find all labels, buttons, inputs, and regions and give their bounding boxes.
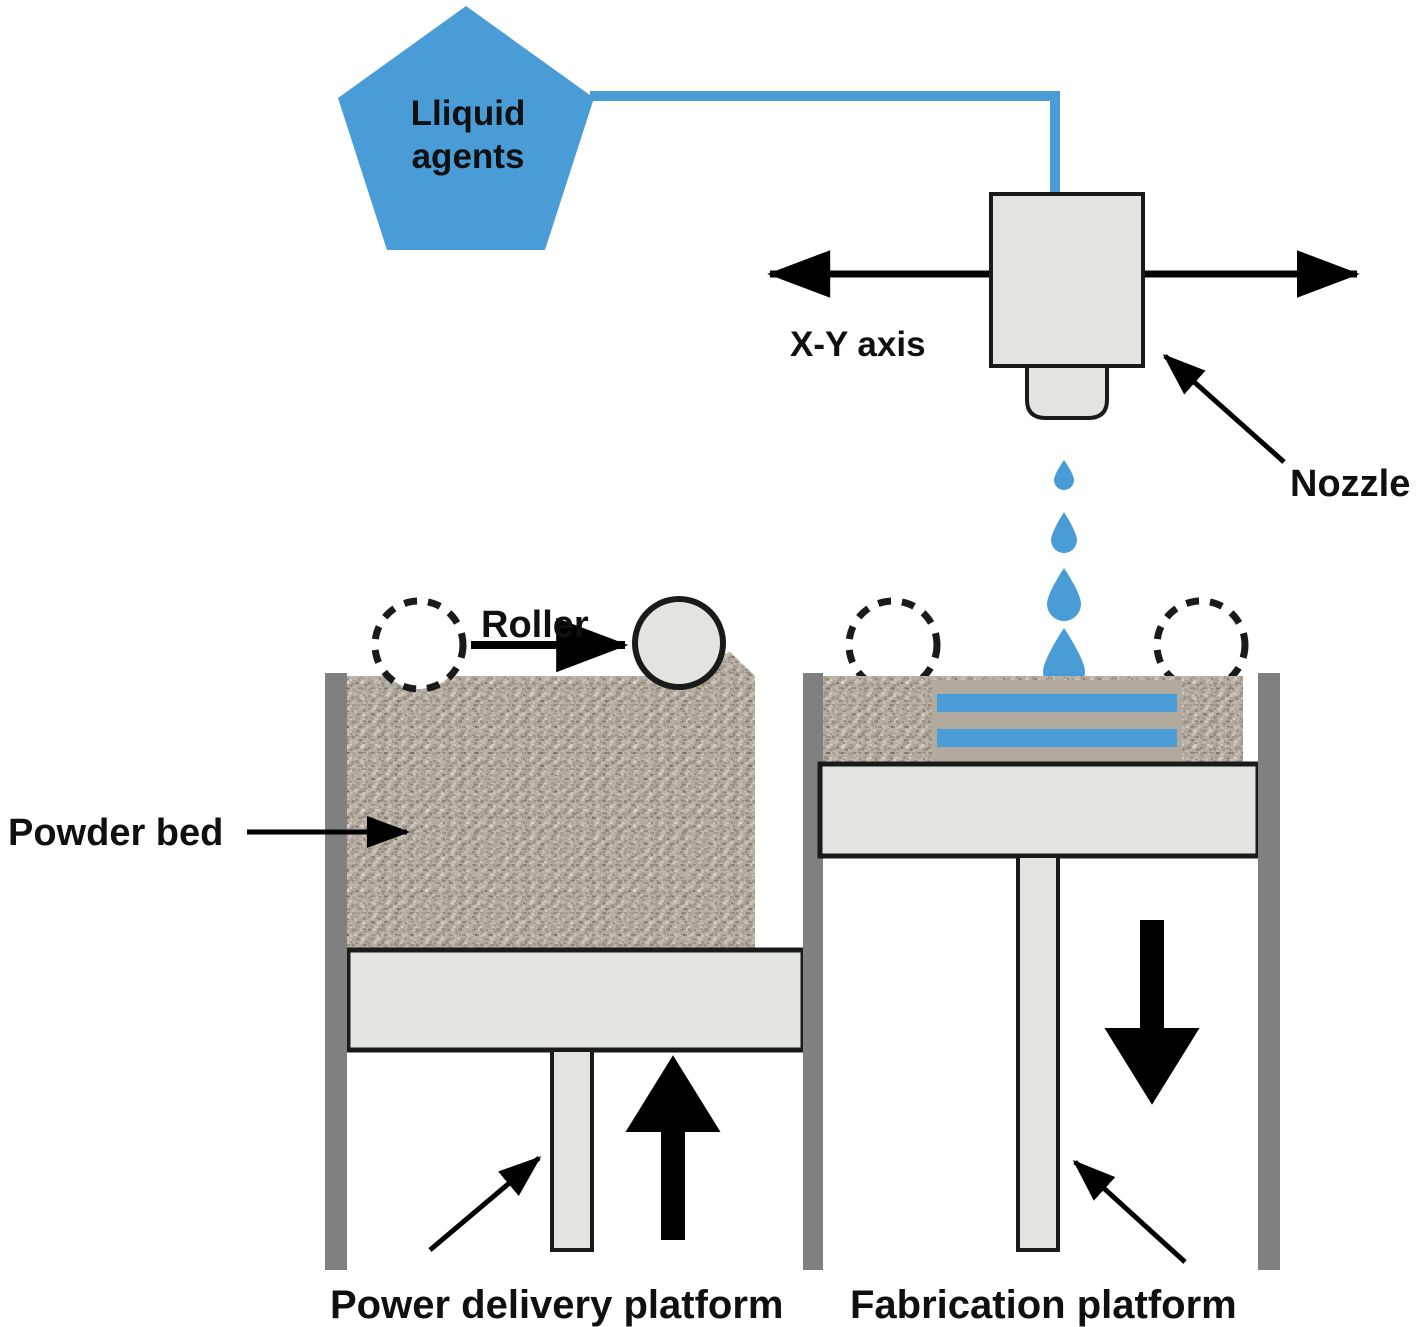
fabrication-down-arrow — [1104, 920, 1200, 1105]
printed-part — [932, 680, 1182, 762]
left-chamber-wall-outer — [325, 673, 347, 1270]
nozzle-leader-line — [1162, 354, 1286, 464]
fabrication-piston-shaft — [1016, 854, 1060, 1252]
print-head-body — [989, 192, 1145, 368]
droplet-1 — [1054, 460, 1074, 490]
right-chamber-wall-outer — [1258, 673, 1280, 1270]
supply-tube-path — [590, 91, 1060, 200]
powder-bed-label: Powder bed — [8, 812, 223, 854]
part-binder-layer-2 — [937, 729, 1177, 747]
roller-assembly: Roller — [371, 596, 1249, 693]
liquid-agents-label-line1: Lliquid — [411, 94, 526, 133]
roller-ghost-left — [371, 597, 467, 693]
print-head-assembly — [989, 192, 1145, 420]
powder-bed-fill-overlay — [346, 652, 755, 950]
power-delivery-platform-label: Power delivery platform — [330, 1283, 783, 1327]
nozzle-callout: Nozzle — [1162, 354, 1410, 505]
roller-current — [632, 596, 726, 690]
binder-supply-tube — [590, 91, 1060, 200]
part-binder-layer-1 — [937, 694, 1177, 712]
powder-delivery-piston-shaft — [550, 1048, 594, 1252]
roller-ghost-right — [1153, 597, 1249, 693]
liquid-agents-reservoir: Lliquid agents — [338, 6, 594, 250]
powder-delivery-up-arrow — [625, 1055, 721, 1240]
liquid-agents-label-line2: agents — [412, 137, 525, 176]
delivery-platform-callout: Power delivery platform — [330, 1156, 783, 1327]
powder-bed-callout: Powder bed — [8, 812, 410, 854]
part-powder-block — [932, 680, 1182, 762]
fabrication-platform-leader-line — [1072, 1159, 1187, 1264]
binder-droplets — [1043, 460, 1085, 693]
fabrication-platform-plate — [817, 761, 1261, 859]
delivery-platform-leader-line — [428, 1156, 542, 1252]
powder-delivery-platform-plate — [345, 947, 806, 1053]
fabrication-platform-label: Fabrication platform — [850, 1283, 1237, 1327]
droplet-2 — [1051, 512, 1077, 553]
xy-axis-label: X-Y axis — [790, 325, 926, 364]
fabrication-platform-callout: Fabrication platform — [850, 1159, 1237, 1327]
fabrication-chamber — [817, 673, 1280, 1270]
droplet-3 — [1047, 568, 1081, 621]
powder-delivery-chamber — [325, 652, 823, 1270]
nozzle-label: Nozzle — [1290, 463, 1410, 505]
roller-label: Roller — [481, 604, 589, 646]
pentagon-shape — [338, 6, 594, 250]
roller-ghost-mid — [845, 597, 941, 693]
nozzle-tip — [1025, 364, 1109, 420]
